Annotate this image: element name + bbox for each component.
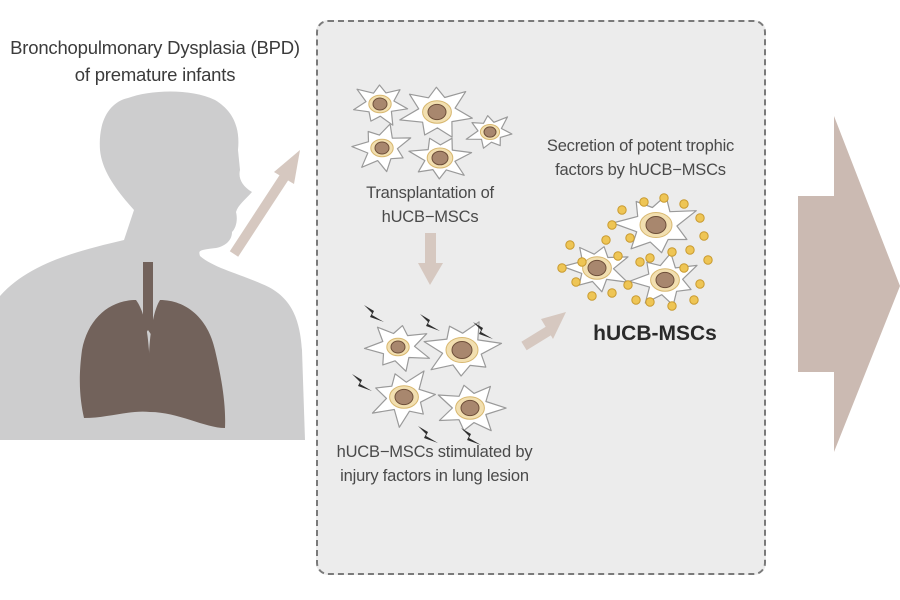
stem-cell <box>628 252 698 306</box>
trophic-factor-dot <box>645 297 655 307</box>
transplantation-line-1: Transplantation of <box>366 184 494 202</box>
trophic-factor-dot <box>613 251 623 261</box>
nucleus <box>372 97 388 111</box>
stimulated-line-1: hUCB−MSCs stimulated by <box>336 443 533 461</box>
nucleus <box>390 340 406 354</box>
trophic-factor-dot <box>695 279 705 289</box>
transplanted-cell-cluster <box>351 84 513 180</box>
nucleus <box>587 259 607 277</box>
left-lung <box>79 300 151 418</box>
trophic-factor-dot <box>699 231 709 241</box>
nucleus <box>655 271 675 289</box>
trophic-factor-dot <box>565 240 575 250</box>
trophic-factor-dot <box>601 235 611 245</box>
stem-cell <box>371 370 436 428</box>
trophic-factor-dot <box>679 199 689 209</box>
trophic-factor-dot <box>557 263 567 273</box>
stem-cell <box>363 325 431 372</box>
lightning-icons <box>352 305 493 445</box>
trophic-factor-dot <box>703 255 713 265</box>
secretion-line-1: Secretion of potent trophic <box>546 137 735 155</box>
trophic-factor-dot <box>667 247 677 257</box>
trophic-factor-dot <box>607 220 617 230</box>
nucleus <box>431 150 449 166</box>
trophic-factor-dot <box>623 280 633 290</box>
trophic-factor-dot <box>685 245 695 255</box>
trophic-factor-dot <box>695 213 705 223</box>
trophic-factor-dot <box>631 295 641 305</box>
nucleus <box>483 126 497 138</box>
secretion-label: Secretion of potent trophic factors by h… <box>528 134 753 182</box>
trophic-factor-dot <box>617 205 627 215</box>
stem-cell <box>612 195 697 254</box>
bpd-title-line-2: of premature infants <box>74 64 236 85</box>
trophic-factor-dot <box>645 253 655 263</box>
trophic-factor-dot <box>679 263 689 273</box>
stem-cell <box>437 384 507 432</box>
right-lung <box>148 300 226 428</box>
stem-cell <box>353 84 409 126</box>
trophic-factor-dot <box>639 197 649 207</box>
trophic-factor-dot <box>659 193 669 203</box>
trachea <box>131 262 165 346</box>
stem-cell <box>408 137 473 180</box>
stimulated-cell-cluster <box>363 321 507 432</box>
nucleus <box>460 399 480 417</box>
bpd-title-line-1: Bronchopulmonary Dysplasia (BPD) <box>10 37 300 58</box>
transplantation-line-2: hUCB−MSCs <box>381 208 479 226</box>
stem-cell <box>399 86 473 138</box>
lungs <box>79 262 226 428</box>
hucb-msc-label: hUCB-MSCs <box>593 322 717 345</box>
trophic-factor-dot <box>571 277 581 287</box>
trophic-factor-dot <box>587 291 597 301</box>
nucleus <box>645 216 667 234</box>
bpd-title: Bronchopulmonary Dysplasia (BPD) of prem… <box>0 34 310 88</box>
secreting-cell-cluster <box>557 193 713 311</box>
lightning-icon <box>352 374 372 391</box>
nucleus <box>374 141 390 155</box>
trophic-factor-dot <box>635 257 645 267</box>
lightning-icon <box>418 426 438 443</box>
lightning-icon <box>461 428 481 445</box>
stem-cell <box>423 321 503 377</box>
nucleus <box>451 341 473 359</box>
trophic-factor-dot <box>625 233 635 243</box>
nucleus <box>427 103 447 121</box>
lightning-icon <box>420 314 440 331</box>
lightning-icon <box>473 322 493 339</box>
lightning-icon <box>364 305 384 322</box>
stimulated-line-2: injury factors in lung lesion <box>340 467 529 485</box>
trophic-factor-dot <box>577 257 587 267</box>
secretion-line-2: factors by hUCB−MSCs <box>555 161 726 179</box>
trophic-factor-dot <box>607 288 617 298</box>
trophic-factor-dot <box>667 301 677 311</box>
nucleus <box>394 388 414 406</box>
trophic-factor-dot <box>689 295 699 305</box>
stem-cell <box>465 115 513 149</box>
stimulated-label: hUCB−MSCs stimulated by injury factors i… <box>322 440 547 488</box>
stem-cell <box>351 123 412 173</box>
transplantation-label: Transplantation of hUCB−MSCs <box>340 181 520 229</box>
